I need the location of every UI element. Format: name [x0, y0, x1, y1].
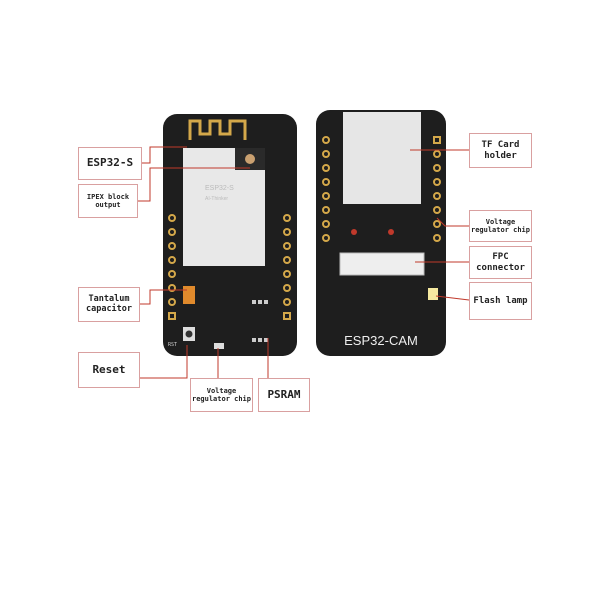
- front-right-header: [283, 214, 291, 320]
- label-voltage-regulator-front: Voltage regulator chip: [190, 378, 253, 412]
- module-subtext: AI-Thinker: [205, 196, 228, 202]
- front-left-header: [168, 214, 176, 320]
- voltage-regulator-front: [214, 343, 224, 349]
- flash-lamp: [428, 288, 438, 300]
- front-board: ESP32-S AI-Thinker RST: [163, 114, 297, 356]
- label-fpc: FPC connector: [469, 246, 532, 279]
- label-flash-lamp: Flash lamp: [469, 282, 532, 320]
- label-reset: Reset: [78, 352, 140, 388]
- label-esp32s: ESP32-S: [78, 147, 142, 180]
- label-voltage-regulator-back: Voltage regulator chip: [469, 210, 532, 242]
- module-text: ESP32-S: [205, 185, 234, 192]
- leader-lines: [137, 146, 470, 379]
- fpc-connector: [339, 252, 425, 276]
- ipex-connector: [245, 154, 255, 164]
- board-title: ESP32-CAM: [344, 333, 418, 348]
- tantalum-capacitor: [183, 286, 195, 304]
- label-ipex: IPEX block output: [78, 184, 138, 218]
- tf-card-holder: [343, 112, 421, 204]
- label-psram: PSRAM: [258, 378, 310, 412]
- label-tantalum: Tantalum capacitor: [78, 287, 140, 322]
- label-tf-card: TF Card holder: [469, 133, 532, 168]
- pcb-antenna: [188, 119, 247, 140]
- rst-text: RST: [168, 342, 177, 348]
- back-board: ESP32-CAM: [316, 110, 446, 356]
